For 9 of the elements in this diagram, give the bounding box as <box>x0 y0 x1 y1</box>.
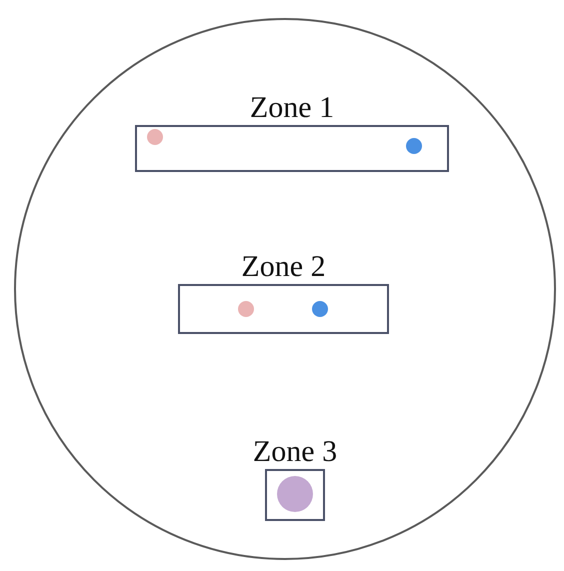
dot <box>312 301 328 317</box>
zone-heading: Zone 1 <box>250 91 334 125</box>
dot <box>406 138 422 154</box>
dot <box>147 129 163 145</box>
circle-boundary <box>14 18 556 560</box>
dot <box>277 476 313 512</box>
dot <box>238 301 254 317</box>
zone-heading: Zone 2 <box>241 250 326 284</box>
zone-heading: Zone 3 <box>252 435 338 469</box>
